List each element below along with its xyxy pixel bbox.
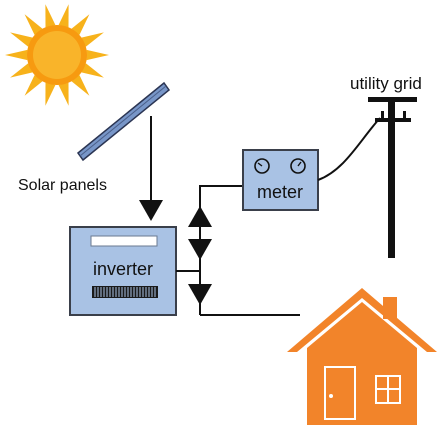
sun-ray (5, 49, 28, 61)
meter-label: meter (257, 182, 303, 202)
utility-grid-label: utility grid (350, 74, 422, 93)
panel-to-inverter-arrow (139, 200, 163, 221)
arrow-up (188, 206, 212, 227)
house-icon (287, 288, 437, 425)
sun-ray (10, 63, 33, 78)
sun-ray (24, 14, 43, 36)
arrow-down-to-house (188, 284, 212, 305)
solar-panel-icon (76, 81, 171, 200)
house-door (324, 366, 356, 420)
sun-ray (58, 82, 69, 106)
sun-ray (45, 4, 56, 28)
sun-ray (10, 32, 33, 47)
sun-ray (71, 75, 90, 96)
inverter (69, 226, 177, 316)
sun-icon (5, 4, 109, 106)
sun-ray (86, 49, 109, 61)
sun-ray (24, 75, 43, 96)
utility-pole-icon (368, 97, 417, 258)
sun-ray (58, 4, 69, 28)
house-window (375, 375, 401, 404)
sun-ray (45, 82, 56, 106)
solar-panels-label: Solar panels (18, 177, 107, 194)
sun-ray (71, 14, 90, 36)
inverter-label: inverter (93, 259, 153, 279)
meter (242, 149, 319, 211)
sun-ray (81, 63, 104, 78)
arrow-down (188, 239, 212, 260)
sun-ray (81, 32, 104, 47)
